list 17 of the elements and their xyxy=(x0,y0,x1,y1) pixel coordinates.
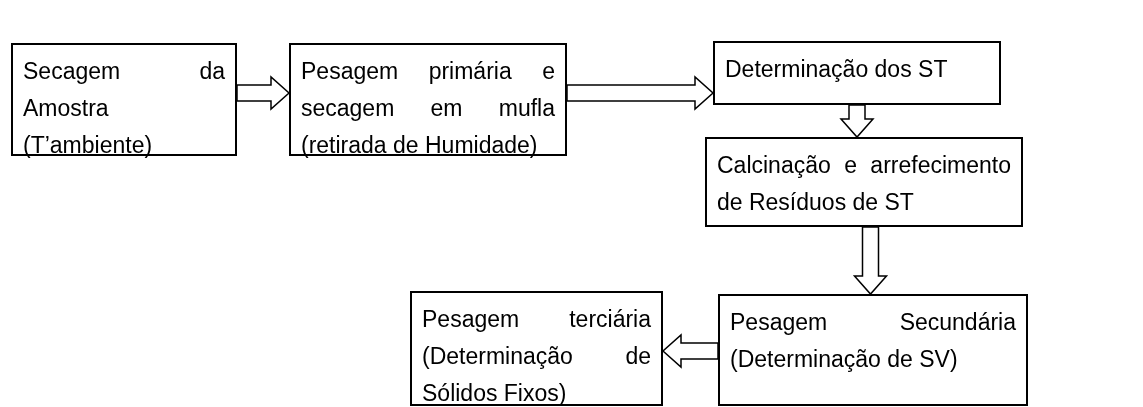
process-box xyxy=(410,291,663,406)
process-box xyxy=(718,294,1028,406)
box-text: Pesagem terciária (Determinação de Sólidos Fixos) xyxy=(422,305,651,407)
box-text: Secagem da Amostra (T’ambiente) xyxy=(23,57,225,160)
box-text: Pesagem Secundária (Determinação de SV) xyxy=(730,308,1016,374)
block-arrow xyxy=(566,75,715,111)
process-box xyxy=(713,41,1001,105)
process-box xyxy=(705,137,1023,227)
block-arrow xyxy=(852,226,889,296)
block-arrow xyxy=(661,333,719,369)
block-arrow xyxy=(236,75,291,111)
process-box xyxy=(289,43,567,156)
box-text: Determinação dos ST xyxy=(725,55,949,84)
box-text: Pesagem primária e secagem em mufla (retirada de Humidade) xyxy=(301,57,555,160)
box-text: Calcinação e arrefecimento de Resíduos de ST xyxy=(717,151,1011,217)
block-arrow xyxy=(839,104,875,139)
process-box xyxy=(11,43,237,156)
